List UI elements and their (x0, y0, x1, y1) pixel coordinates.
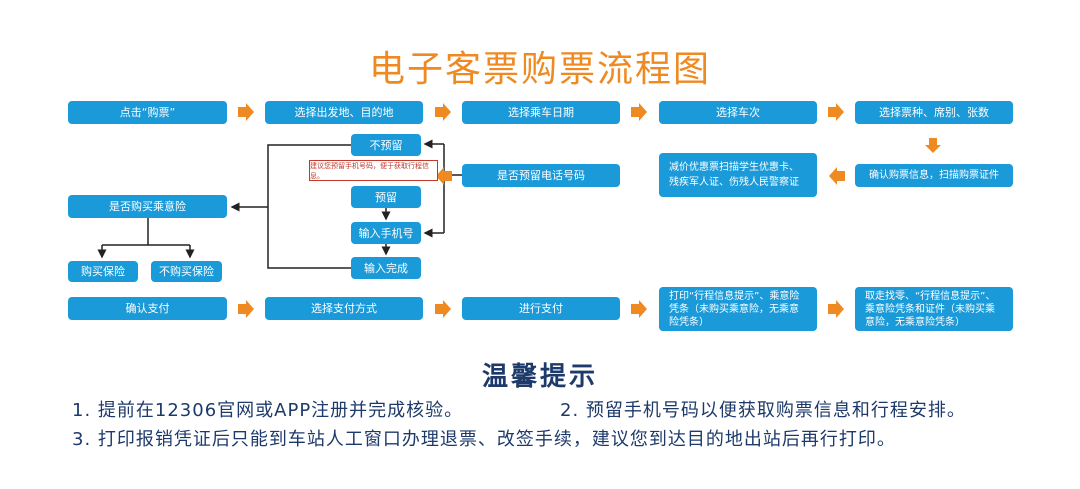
step-select-date: 选择乘车日期 (462, 101, 620, 124)
option-no-reserve: 不预留 (351, 134, 421, 156)
tip-2: 2. 预留手机号码以便获取购票信息和行程安排。 (560, 400, 966, 421)
arrow-down-icon (925, 138, 941, 153)
step-print-info: 打印“行程信息提示”、乘意险凭条（未购买乘意险，无乘意险凭条） (659, 287, 817, 331)
step-pay: 进行支付 (462, 297, 620, 320)
to-no-reserve-arrow (425, 144, 462, 233)
arrow-right-icon (828, 300, 844, 318)
arrow-right-icon (631, 300, 647, 318)
orange-arrows (238, 103, 941, 318)
step-reserve-phone: 是否预留电话号码 (462, 164, 620, 187)
reserve-suggestion-note: 建议您预留手机号码，便于获取行程信息。 (309, 160, 438, 181)
tips-title: 温馨提示 (481, 362, 598, 392)
step-select-payment: 选择支付方式 (265, 297, 423, 320)
arrow-right-icon (435, 300, 451, 318)
step-input-phone: 输入手机号 (351, 222, 421, 244)
arrow-right-icon (238, 300, 254, 318)
arrow-right-icon (435, 103, 451, 121)
arrow-right-icon (631, 103, 647, 121)
option-no-insurance: 不购买保险 (151, 261, 222, 282)
arrow-left-icon (829, 167, 845, 185)
option-buy-insurance: 购买保险 (68, 261, 138, 282)
step-confirm-info: 确认购票信息，扫描购票证件 (855, 164, 1013, 187)
step-insurance-question: 是否购买乘意险 (68, 195, 227, 218)
option-reserve: 预留 (351, 186, 421, 208)
step-confirm-payment: 确认支付 (68, 297, 227, 320)
arrow-left-icon (436, 167, 452, 185)
step-select-route: 选择出发地、目的地 (265, 101, 423, 124)
step-input-done: 输入完成 (351, 257, 421, 279)
diagram-title: 电子客票购票流程图 (368, 49, 711, 90)
arrow-right-icon (238, 103, 254, 121)
step-click-buy: 点击“购票” (68, 101, 227, 124)
step-select-train: 选择车次 (659, 101, 817, 124)
step-discount-scan: 减价优惠票扫描学生优惠卡、残疾军人证、伤残人民警察证 (659, 153, 817, 197)
arrow-right-icon (828, 103, 844, 121)
step-take-items: 取走找零、“行程信息提示”、乘意险凭条和证件（未购买乘意险，无乘意险凭条） (855, 287, 1013, 331)
step-select-ticket-type: 选择票种、席别、张数 (855, 101, 1013, 124)
tip-3: 3. 打印报销凭证后只能到车站人工窗口办理退票、改签手续，建议您到达目的地出站后… (72, 429, 896, 450)
tip-1: 1. 提前在12306官网或APP注册并完成核验。 (72, 400, 464, 421)
